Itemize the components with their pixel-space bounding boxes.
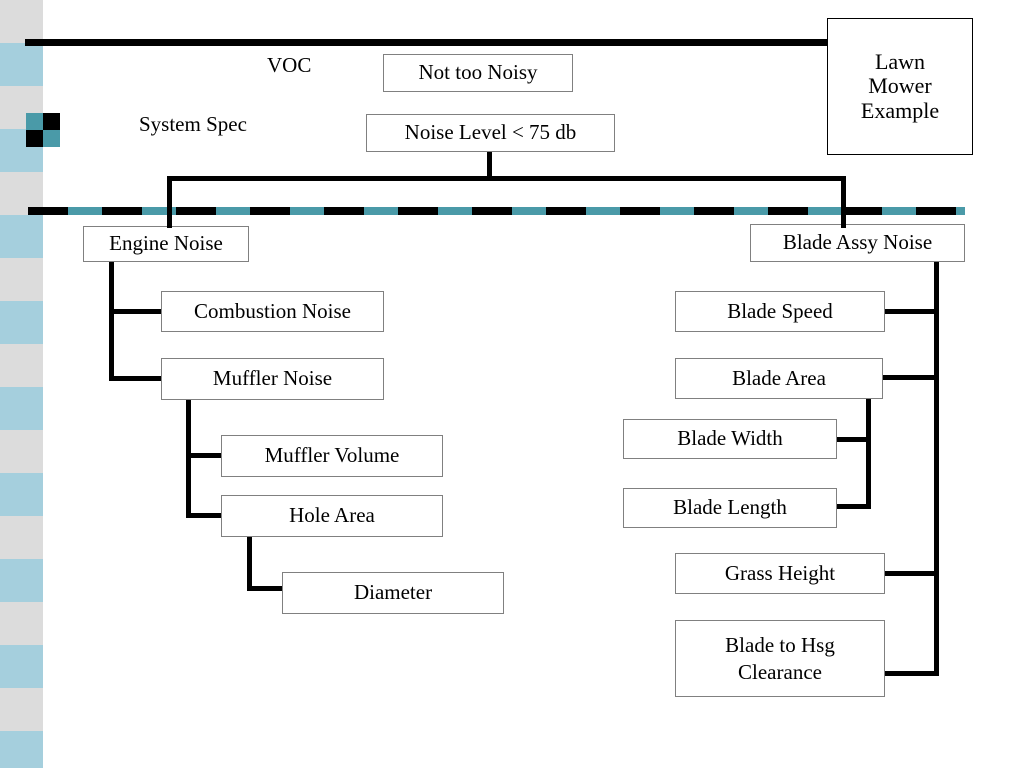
sidebar-band [0,387,43,430]
title-line-1: Lawn [874,48,926,74]
sidebar-band [0,258,43,301]
sidebar-band [0,43,43,86]
sidebar-band [0,430,43,473]
title-box: Lawn Mower Example [827,18,973,155]
blade-width-box: Blade Width [623,419,837,459]
muffler-volume-box: Muffler Volume [221,435,443,477]
sidebar-band [0,215,43,258]
connector-engine-to-combustion [109,309,163,314]
diameter-box: Diameter [282,572,504,614]
connector-hole-to-diameter [247,586,287,591]
blade-length-box: Blade Length [623,488,837,528]
connector-muffler-to-hole [186,513,225,518]
blade-to-hsg-line-2: Clearance [738,659,822,684]
connector-bladearea-to-length [836,504,871,509]
sidebar-band [0,559,43,602]
voc-label: VOC [267,53,312,77]
connector-muffler-trunk [186,400,191,518]
sidebar-band [0,688,43,731]
hole-area-box: Hole Area [221,495,443,537]
checker-cell [26,130,43,147]
decorative-sidebar [0,0,60,768]
connector-engine-trunk [109,262,114,381]
connector-bladearea-to-width [836,437,871,442]
connector-blade-to-grass [884,571,939,576]
connector-bladearea-trunk [866,399,871,509]
connector-blade-to-speed [884,309,939,314]
sidebar-band [0,0,43,43]
checker-cell [26,113,43,130]
checker-decoration [26,113,60,147]
connector-split-left-drop [167,176,172,228]
connector-split-right-drop [841,176,846,228]
sidebar-band [0,516,43,559]
sidebar-band [0,301,43,344]
sidebar-band [0,344,43,387]
grass-height-box: Grass Height [675,553,885,594]
title-line-3: Example [860,97,940,123]
muffler-noise-box: Muffler Noise [161,358,384,400]
teal-divider-dashes [28,207,965,215]
connector-hole-trunk [247,537,252,591]
sidebar-band [0,473,43,516]
voc-requirement-box: Not too Noisy [383,54,573,92]
system-spec-label: System Spec [139,112,247,136]
blade-to-hsg-line-1: Blade to Hsg [725,633,835,658]
sidebar-band [0,645,43,688]
title-line-2: Mower [868,73,932,99]
blade-speed-box: Blade Speed [675,291,885,332]
top-divider-bar [25,39,828,46]
sidebar-band [0,731,43,768]
connector-blade-to-area [882,375,939,380]
blade-assy-noise-box: Blade Assy Noise [750,224,965,262]
connector-engine-to-muffler [109,376,163,381]
engine-noise-box: Engine Noise [83,226,249,262]
connector-spec-down [487,152,492,179]
blade-area-box: Blade Area [675,358,883,399]
checker-cell [43,113,60,130]
connector-blade-trunk [934,262,939,676]
checker-cell [43,130,60,147]
blade-to-hsg-clearance-box: Blade to Hsg Clearance [675,620,885,697]
sidebar-band [0,602,43,645]
connector-split-horizontal [167,176,846,181]
connector-muffler-to-volume [186,453,225,458]
combustion-noise-box: Combustion Noise [161,291,384,332]
system-spec-box: Noise Level < 75 db [366,114,615,152]
connector-blade-to-hsg [884,671,939,676]
